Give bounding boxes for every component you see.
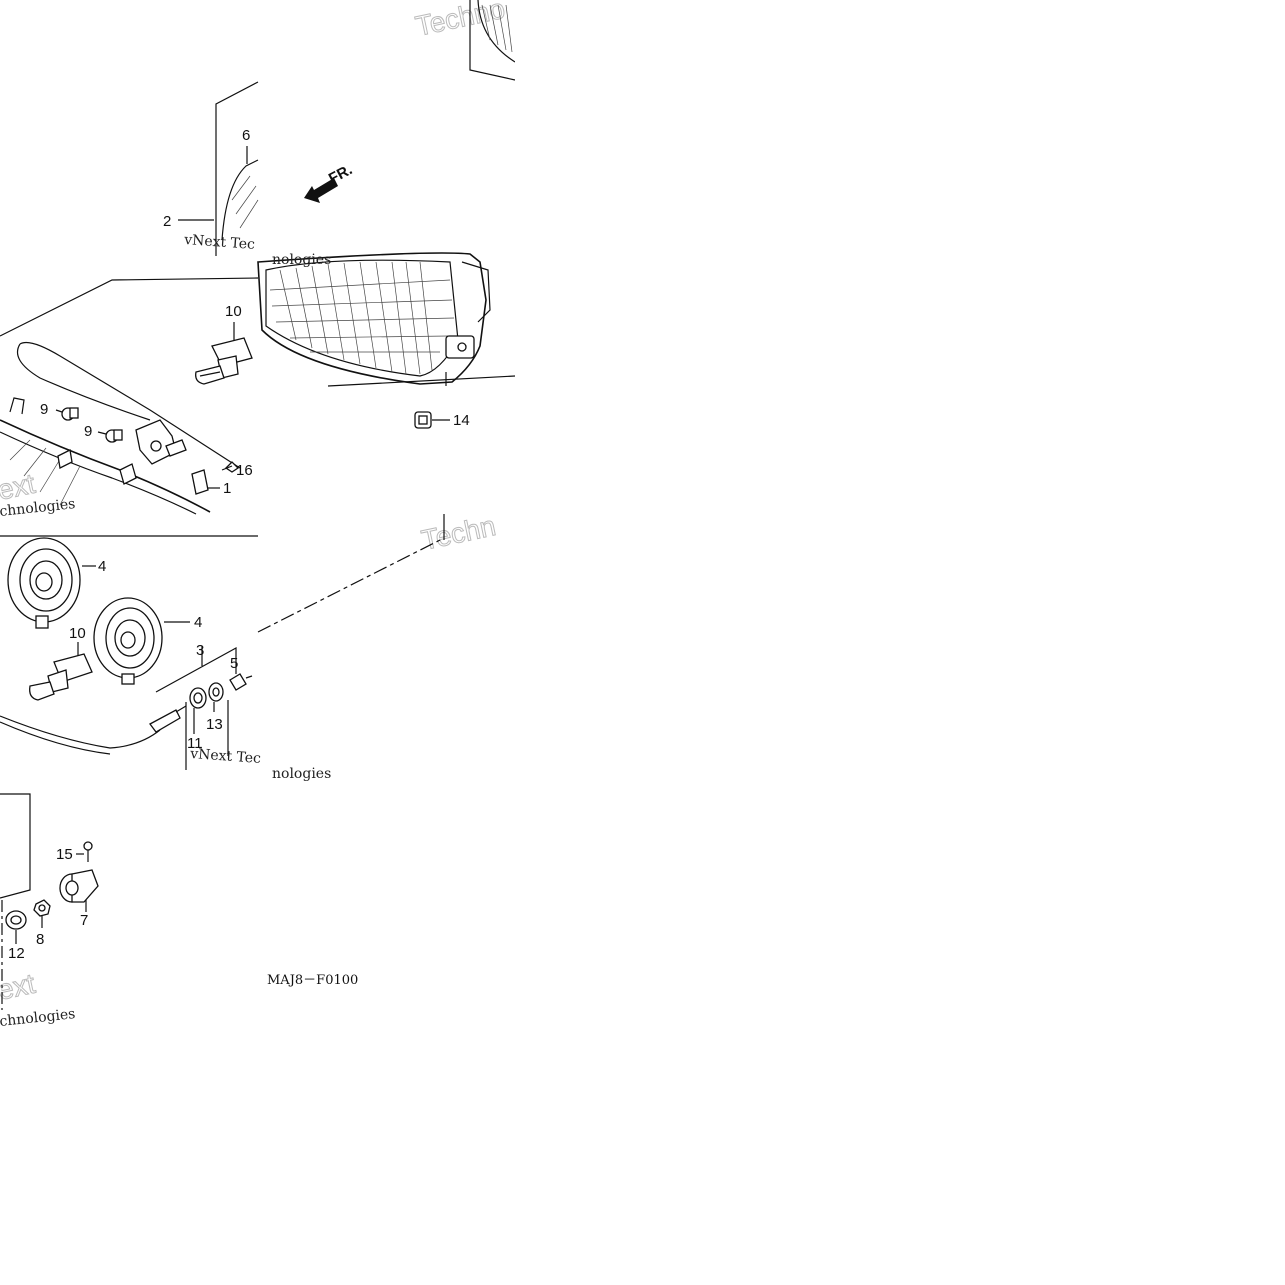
callout-8: 8 [36, 931, 44, 948]
watermark-middle-right: Techn [419, 510, 499, 556]
headlight-upper-view [178, 0, 516, 256]
drawing-code: MAJ8－F0100 [267, 973, 358, 988]
callout-labels: 6 2 10 9 9 16 1 14 4 4 10 3 5 13 11 15 7… [8, 127, 470, 962]
grommet-12 [5, 910, 27, 944]
callout-12: 12 [8, 945, 25, 962]
callout-14: 14 [453, 412, 470, 429]
watermark-vnext-1: vNext Tec [183, 232, 256, 253]
position-bulb-5 [229, 668, 253, 691]
callout-1: 1 [223, 480, 231, 497]
callout-15: 15 [56, 846, 73, 863]
callout-11: 11 [187, 735, 203, 752]
dust-cover-4-left [7, 537, 96, 629]
part-14-clip-nut [414, 411, 450, 429]
bulb-10-upper [195, 322, 253, 385]
front-direction-arrow: FR. [304, 161, 355, 203]
headlight-adjuster-section [0, 277, 259, 515]
watermark-vnext-2: vNext Tec [189, 746, 262, 767]
watermark-nologies-2: nologies [272, 766, 331, 782]
callout-4-left: 4 [98, 558, 106, 575]
callout-5: 5 [230, 655, 238, 672]
callout-7: 7 [80, 912, 88, 929]
nut-8 [33, 899, 51, 928]
mounting-hardware-section [0, 793, 99, 1010]
callout-3: 3 [196, 642, 204, 659]
callout-9-upper: 9 [40, 401, 48, 418]
callout-16: 16 [236, 462, 253, 479]
callout-6: 6 [242, 127, 250, 144]
callout-9-lower: 9 [84, 423, 92, 440]
washer-13 [208, 682, 224, 712]
washer-11 [189, 687, 207, 734]
callout-13: 13 [206, 716, 223, 733]
screw-15 [76, 841, 93, 862]
watermark-left-bottom: ext [0, 968, 38, 1006]
collar-7 [59, 869, 99, 912]
bulb-10-lower [29, 642, 93, 701]
callout-10-lower: 10 [69, 625, 86, 642]
callout-4-right: 4 [194, 614, 202, 631]
bulb-cover-section [0, 514, 445, 770]
watermark-texts: vNext Tec nologies vNext Tec nologies ch… [0, 232, 331, 1030]
callout-2: 2 [163, 213, 171, 230]
screw-9-upper [55, 407, 79, 421]
watermark-nologies-1: nologies [272, 252, 331, 268]
screw-9-lower [97, 429, 123, 443]
headlight-housing [257, 252, 516, 387]
dust-cover-4-right [93, 597, 190, 685]
watermark-chnologies-1: chnologies [0, 496, 76, 520]
watermark-chnologies-2: chnologies [0, 1006, 76, 1030]
callout-10-upper: 10 [225, 303, 242, 320]
